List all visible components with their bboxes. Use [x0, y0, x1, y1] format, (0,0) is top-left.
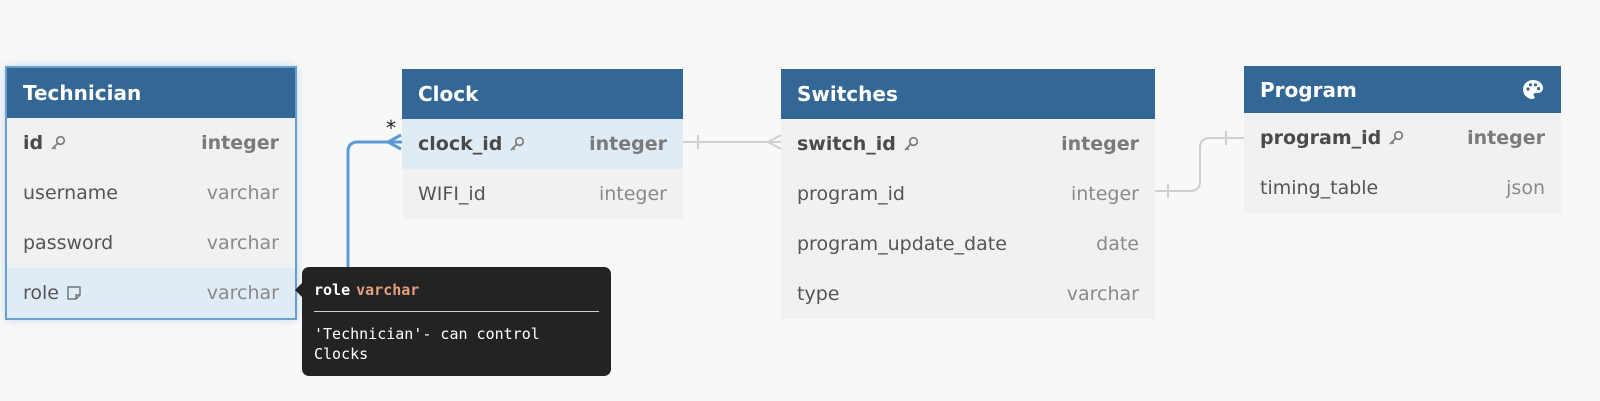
- field-type: integer: [1070, 183, 1139, 205]
- table-clock[interactable]: Clock clock_id integer WIFI_id integer: [402, 69, 683, 219]
- table-header[interactable]: Clock: [402, 69, 683, 119]
- table-header[interactable]: Technician: [7, 68, 295, 118]
- field-row-program-update-date[interactable]: program_update_date date: [781, 219, 1155, 269]
- crowfoot-marker: [767, 134, 782, 150]
- field-row-wifi-id[interactable]: WIFI_id integer: [402, 169, 683, 219]
- field-type: date: [1096, 233, 1139, 255]
- field-type: integer: [1467, 127, 1545, 149]
- tooltip-header: role varchar: [314, 281, 599, 299]
- field-name: switch_id: [797, 133, 896, 155]
- key-icon: [902, 135, 920, 153]
- field-note-tooltip: role varchar 'Technician'- can control Cl…: [295, 267, 611, 376]
- tooltip-arrow: [295, 283, 302, 297]
- field-row-switch-id[interactable]: switch_id integer: [781, 119, 1155, 169]
- table-title: Technician: [23, 81, 142, 105]
- field-name: WIFI_id: [418, 183, 486, 205]
- field-name: program_update_date: [797, 233, 1007, 255]
- tooltip-field-name: role: [314, 281, 351, 299]
- table-switches[interactable]: Switches switch_id integer program_id in…: [781, 69, 1155, 319]
- tooltip-field-type: varchar: [356, 281, 420, 299]
- field-name: username: [23, 182, 118, 204]
- palette-icon[interactable]: [1521, 78, 1545, 102]
- field-row-role[interactable]: role varchar: [7, 268, 295, 318]
- tooltip-note-line: Clocks: [314, 345, 369, 363]
- field-type: json: [1506, 177, 1545, 199]
- field-type: varchar: [206, 182, 279, 204]
- tooltip-note-line: 'Technician'- can control: [314, 325, 540, 343]
- field-row-clock-id[interactable]: clock_id integer: [402, 119, 683, 169]
- field-row-program-id[interactable]: program_id integer: [781, 169, 1155, 219]
- field-type: integer: [201, 132, 279, 154]
- field-name: role: [23, 282, 59, 304]
- key-icon: [1387, 129, 1405, 147]
- table-header[interactable]: Switches: [781, 69, 1155, 119]
- field-type: varchar: [206, 282, 279, 304]
- field-type: integer: [1061, 133, 1139, 155]
- field-row-password[interactable]: password varchar: [7, 218, 295, 268]
- field-row-username[interactable]: username varchar: [7, 168, 295, 218]
- table-technician[interactable]: Technician id integer username varchar p…: [5, 66, 297, 320]
- field-row-timing-table[interactable]: timing_table json: [1244, 163, 1561, 213]
- field-type: varchar: [1066, 283, 1139, 305]
- field-name: id: [23, 132, 44, 154]
- technician-clock-connector: [346, 140, 402, 268]
- note-icon: [65, 284, 83, 302]
- key-icon: [49, 134, 67, 152]
- field-type: integer: [589, 133, 667, 155]
- key-icon: [508, 135, 526, 153]
- table-title: Clock: [418, 82, 479, 106]
- field-row-type[interactable]: type varchar: [781, 269, 1155, 319]
- field-name: program_id: [1260, 127, 1382, 149]
- field-name: program_id: [797, 183, 905, 205]
- field-type: varchar: [206, 232, 279, 254]
- field-row-id[interactable]: id integer: [7, 118, 295, 168]
- field-name: timing_table: [1260, 177, 1379, 199]
- field-name: password: [23, 232, 114, 254]
- tooltip-divider: [314, 311, 599, 312]
- field-name: clock_id: [418, 133, 503, 155]
- field-row-program-id[interactable]: program_id integer: [1244, 113, 1561, 163]
- many-cardinality-marker: *: [386, 116, 396, 140]
- table-program[interactable]: Program program_id integer timing_table …: [1244, 66, 1561, 213]
- tooltip-note: 'Technician'- can control Clocks: [314, 324, 599, 364]
- table-title: Switches: [797, 82, 898, 106]
- table-header[interactable]: Program: [1244, 66, 1561, 113]
- field-type: integer: [598, 183, 667, 205]
- table-title: Program: [1260, 77, 1357, 102]
- field-name: type: [797, 283, 840, 305]
- switches-program-connector: [1155, 137, 1244, 192]
